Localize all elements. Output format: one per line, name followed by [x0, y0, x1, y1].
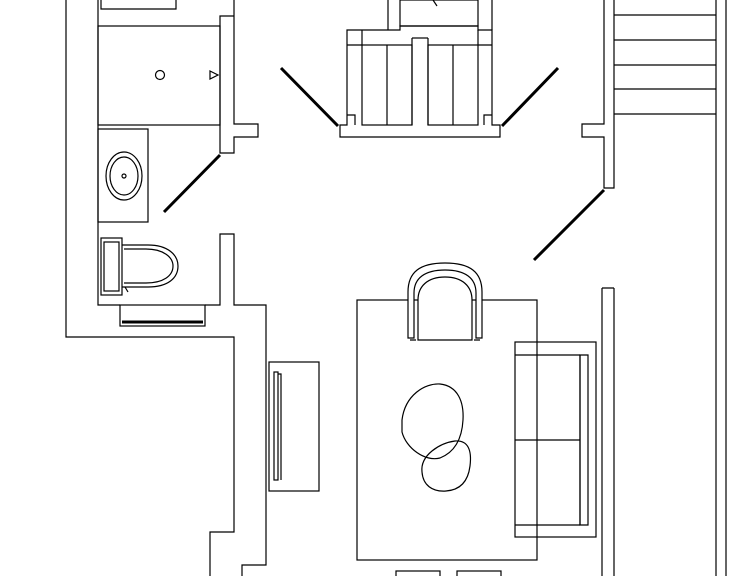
- shower-tap-icon: [209, 70, 220, 80]
- tv-cabinet-right: [456, 570, 502, 576]
- walls: [65, 0, 727, 576]
- sink-basin-outer: [105, 151, 143, 201]
- top-appliance: [399, 0, 479, 27]
- towel-radiator: [119, 304, 206, 327]
- staircase: [614, 14, 716, 115]
- sideboard: [268, 361, 320, 492]
- stair-outer-wall: [715, 0, 727, 576]
- tv-cabinet-left: [395, 570, 441, 576]
- left-outer-wall: [65, 0, 267, 576]
- bay-angle-left: [279, 66, 340, 128]
- living-room: [268, 262, 597, 576]
- top-left-box: [100, 0, 177, 10]
- toilet-bowl: [122, 244, 179, 288]
- sink-basin-inner: [109, 156, 139, 196]
- bay-angle-right: [500, 66, 560, 128]
- top-appliance-mark: [432, 0, 438, 7]
- shower-drain-icon: [154, 69, 166, 81]
- armchair-seat: [417, 276, 473, 341]
- bathroom-right-wall: [219, 0, 259, 154]
- toilet-seat: [124, 248, 174, 284]
- toilet-cistern-inner: [103, 241, 120, 292]
- seat-frame: [411, 38, 429, 125]
- toilet-cistern: [100, 237, 123, 296]
- door-swing-right: [532, 188, 606, 262]
- sink-cabinet: [97, 128, 149, 223]
- bay-column-right: [477, 30, 492, 125]
- right-wall-lower: [601, 287, 615, 576]
- bay-column-left: [347, 30, 363, 125]
- bay-outline: [339, 25, 501, 138]
- sink-drain-icon: [121, 173, 127, 179]
- coffee-table-large: [401, 383, 464, 460]
- shower-tray: [97, 25, 221, 126]
- armchair-outer: [407, 262, 483, 339]
- sofa-back: [579, 354, 589, 526]
- coffee-table-small: [421, 440, 472, 492]
- toilet-flush-icon: [124, 286, 129, 293]
- sideboard-handle: [273, 371, 279, 481]
- shower-door: [162, 153, 222, 214]
- kitchen-bay: [279, 0, 560, 138]
- bathroom: [97, 25, 222, 327]
- sideboard-handle-shadow: [278, 373, 282, 480]
- right-wall-upper: [581, 0, 615, 189]
